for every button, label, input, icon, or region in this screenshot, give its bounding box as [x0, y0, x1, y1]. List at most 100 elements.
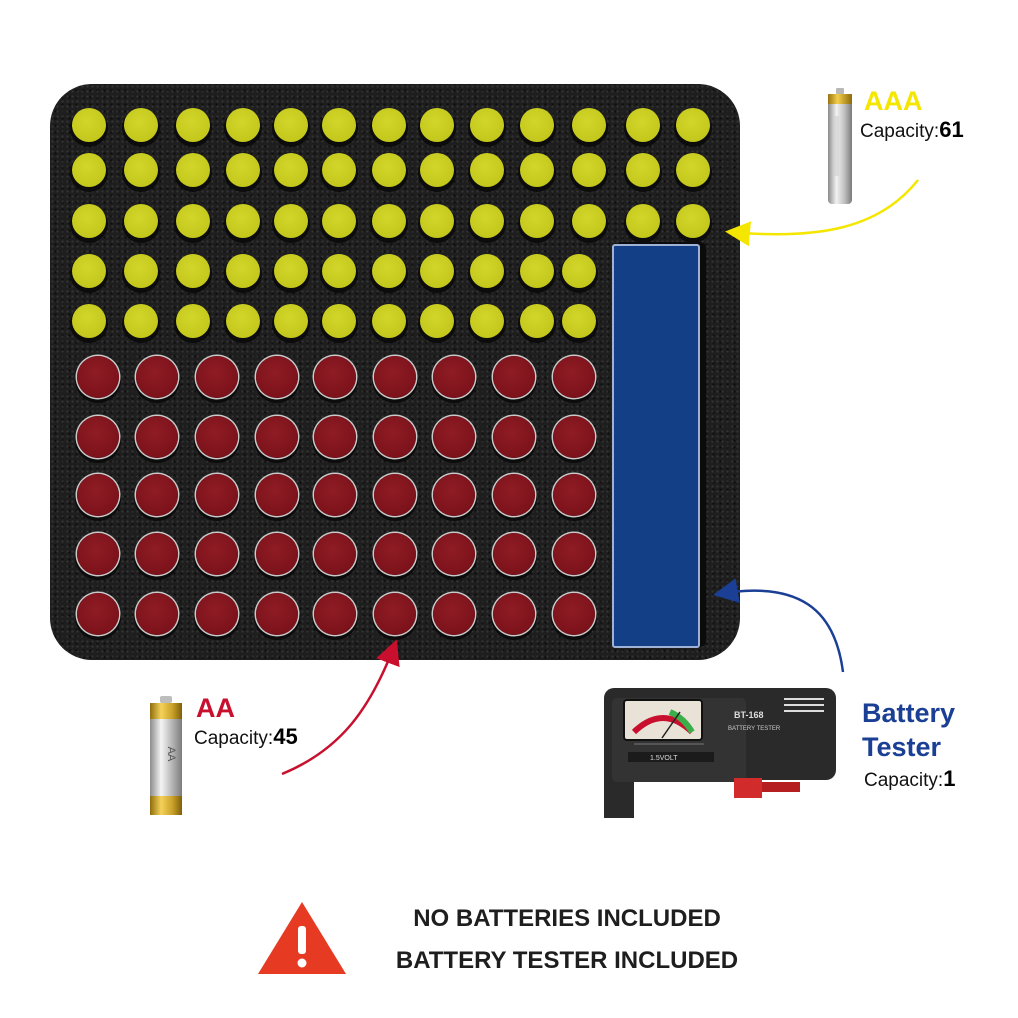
aaa-battery-cap — [420, 304, 454, 338]
tester-label: Battery Tester — [862, 696, 955, 764]
tester-subtitle-label: BATTERY TESTER — [728, 726, 781, 732]
aa-battery-cap — [256, 356, 298, 398]
aaa-battery-cap — [572, 108, 606, 142]
aa-battery-cap — [314, 474, 356, 516]
aaa-battery-cap — [124, 254, 158, 288]
aa-label: AA — [196, 693, 235, 723]
aa-battery-cap — [553, 593, 595, 635]
aaa-battery-cap — [226, 153, 260, 187]
aaa-battery-cap — [626, 153, 660, 187]
aaa-battery-cap — [322, 254, 356, 288]
aa-battery-cap — [493, 593, 535, 635]
aaa-battery-cap — [520, 108, 554, 142]
aa-battery-cap — [256, 474, 298, 516]
aa-battery-cap — [77, 416, 119, 458]
aaa-battery-cap — [562, 304, 596, 338]
aa-battery-cap — [493, 356, 535, 398]
aa-battery-cap — [314, 533, 356, 575]
aa-capacity: Capacity:45 — [194, 724, 298, 750]
aaa-battery-cap — [520, 254, 554, 288]
notice-line2: BATTERY TESTER INCLUDED — [395, 947, 739, 974]
aa-battery-cap — [136, 533, 178, 575]
aa-battery-cap — [196, 533, 238, 575]
aaa-battery-cap — [420, 108, 454, 142]
aaa-battery-cap — [572, 153, 606, 187]
aa-battery-cap — [77, 356, 119, 398]
aaa-capacity: Capacity:61 — [860, 117, 964, 143]
notice-line1: NO BATTERIES INCLUDED — [413, 905, 721, 932]
aa-battery-cap — [196, 474, 238, 516]
aaa-battery-cap — [124, 153, 158, 187]
aaa-battery-cap — [322, 204, 356, 238]
aaa-battery-cap — [176, 304, 210, 338]
tester-model-label: BT-168 — [734, 710, 764, 720]
aaa-battery-cap — [676, 153, 710, 187]
aaa-battery-cap — [72, 204, 106, 238]
aaa-battery-cap — [520, 304, 554, 338]
tester-label-line2: Tester — [862, 732, 942, 762]
aa-battery-cap — [136, 474, 178, 516]
aaa-battery-cap — [676, 108, 710, 142]
aaa-battery-cap — [322, 153, 356, 187]
aa-capacity-value: 45 — [273, 724, 298, 749]
aaa-battery-cap — [274, 254, 308, 288]
aa-battery-cap — [256, 533, 298, 575]
aaa-battery-cap — [274, 304, 308, 338]
aa-battery-cap — [433, 533, 475, 575]
aaa-battery-cap — [322, 108, 356, 142]
aaa-battery-cap — [626, 108, 660, 142]
aaa-battery-cap — [372, 108, 406, 142]
aa-battery-cap — [196, 416, 238, 458]
tester-label-line1: Battery — [862, 698, 956, 728]
aaa-battery-cap — [226, 304, 260, 338]
aa-battery-cap — [136, 356, 178, 398]
aaa-capacity-value: 61 — [939, 117, 964, 142]
aaa-battery-cap — [372, 254, 406, 288]
aaa-arrow — [725, 179, 919, 247]
aaa-battery-cap — [420, 153, 454, 187]
aaa-battery-cap — [226, 254, 260, 288]
tester-capacity-value: 1 — [943, 766, 956, 791]
aa-battery-print: AA — [165, 747, 177, 762]
aa-battery-cap — [136, 593, 178, 635]
aa-battery-cap — [553, 416, 595, 458]
aaa-battery-cap — [72, 254, 106, 288]
aa-battery-cap — [433, 474, 475, 516]
aa-battery-cap — [77, 533, 119, 575]
aa-battery-cap — [374, 533, 416, 575]
aaa-battery-cap — [72, 108, 106, 142]
notice-text: NO BATTERIES INCLUDED BATTERY TESTER INC… — [362, 898, 772, 982]
aa-battery-cap — [374, 474, 416, 516]
aaa-battery-cap — [420, 254, 454, 288]
aaa-battery-cap — [72, 304, 106, 338]
aaa-battery-cap — [124, 108, 158, 142]
aa-battery-cap — [433, 593, 475, 635]
aaa-battery-cap — [626, 204, 660, 238]
warning-icon — [258, 902, 346, 974]
tester-capacity: Capacity:1 — [864, 766, 955, 792]
aaa-battery-cap — [676, 204, 710, 238]
tester-slot-insert — [612, 244, 700, 648]
aaa-battery-cap — [572, 204, 606, 238]
aaa-battery-cap — [420, 204, 454, 238]
aa-capacity-label: Capacity: — [194, 728, 274, 749]
aaa-battery-cap — [520, 153, 554, 187]
aaa-battery-cap — [470, 204, 504, 238]
aa-battery-cap — [77, 474, 119, 516]
aa-battery-cap — [256, 593, 298, 635]
aaa-battery-cap — [226, 108, 260, 142]
tester-capacity-label: Capacity: — [864, 770, 944, 791]
aa-battery-cap — [374, 416, 416, 458]
aa-battery-image: AA — [150, 696, 182, 815]
aaa-battery-cap — [274, 204, 308, 238]
tester-volt-label: 1.5VOLT — [650, 755, 678, 762]
aaa-battery-cap — [274, 153, 308, 187]
aaa-battery-cap — [124, 304, 158, 338]
aaa-battery-cap — [176, 254, 210, 288]
aaa-battery-cap — [176, 153, 210, 187]
aa-battery-cap — [196, 593, 238, 635]
aa-arrow — [281, 639, 400, 776]
aaa-battery-cap — [72, 153, 106, 187]
aaa-battery-cap — [176, 108, 210, 142]
